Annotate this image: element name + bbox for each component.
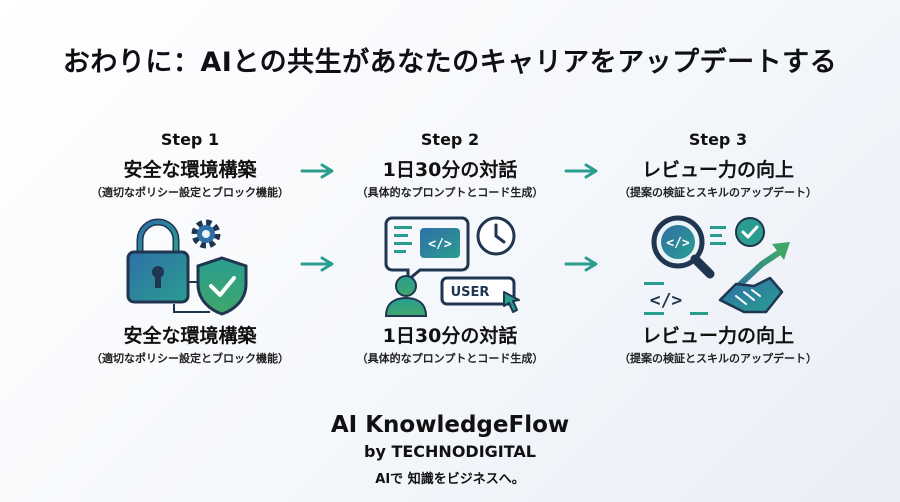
brand-tagline: AIで 知識をビジネスへ。 [375,472,525,487]
step-1-subtitle-repeat: （適切なポリシー設定とブロック機能） [91,352,289,365]
step-1-subtitle: （適切なポリシー設定とブロック機能） [91,186,289,199]
arrow-right-icon [564,256,598,272]
step-3-heading-repeat: レビュー力の向上 [641,325,794,347]
code-chat-clock-user-icon: </> USER [384,216,520,317]
svg-text:</>: </> [650,290,683,311]
step-2-label: Step 2 [420,130,480,149]
step-3-subtitle: （提案の検証とスキルのアップデート） [619,186,817,199]
step-3-subtitle-repeat: （提案の検証とスキルのアップデート） [619,352,817,365]
step-1-label: Step 1 [160,130,220,149]
arrow-right-icon [300,163,334,179]
step-1-heading: 安全な環境構築 [123,159,257,181]
step-2-heading-repeat: 1日30分の対話 [382,325,518,347]
step-1-heading-repeat: 安全な環境構築 [123,325,257,347]
page-title: おわりに：AIとの共生があなたのキャリアをアップデートする [62,47,838,78]
lock-gear-shield-icon [126,218,248,316]
brand-byline: by TECHNODIGITAL [364,442,536,461]
user-badge-label: USER [451,285,490,300]
step-2-subtitle-repeat: （具体的なプロンプトとコード生成） [356,352,544,365]
step-3-label: Step 3 [688,130,748,149]
brand-name: AI KnowledgeFlow [330,412,570,438]
step-2-heading: 1日30分の対話 [382,159,518,181]
magnifier-handshake-growth-icon: </> </> [644,215,790,315]
arrow-right-icon [300,256,334,272]
svg-text:</>: </> [428,237,452,252]
svg-text:</>: </> [666,236,690,251]
step-2-subtitle: （具体的なプロンプトとコード生成） [356,186,544,199]
step-3-heading: レビュー力の向上 [641,159,794,181]
arrow-right-icon [564,163,598,179]
